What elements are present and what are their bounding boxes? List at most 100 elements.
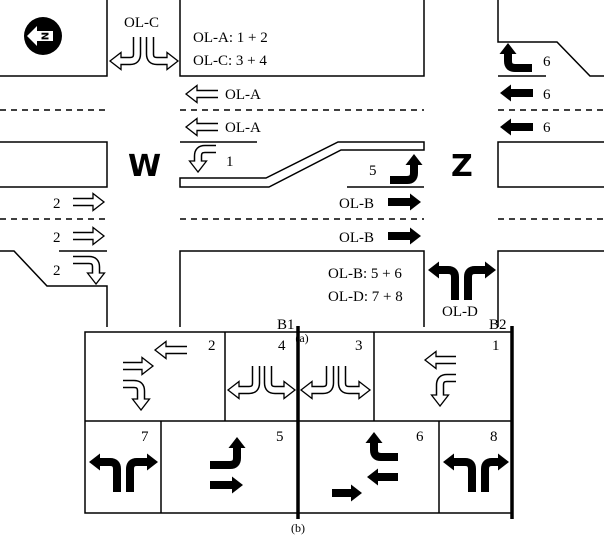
panel-a-labels: W Z OL-C OL-A: 1 + 2 OL-C: 3 + 4 OL-A OL… (53, 15, 551, 345)
block-top-left (0, 0, 108, 77)
phase-2-label-1: 2 (53, 196, 61, 212)
phase-6-through-arrow-icon (500, 118, 533, 136)
arrow-head (228, 437, 246, 448)
arrow-shaft (481, 458, 500, 492)
phase-2-right-turn-arrow-icon (73, 255, 106, 286)
phase-6-label-1: 6 (543, 54, 551, 70)
olc-label: OL-C (124, 15, 159, 31)
ola-label-2: OL-A (225, 120, 261, 136)
median-island (179, 141, 425, 188)
arrow-head (184, 84, 198, 104)
phase-7-cell-right-arrow-icon (126, 453, 158, 492)
phase-2-through-arrow-icon (73, 226, 106, 246)
arrow-head (141, 356, 155, 376)
arrow-shaft-fill (339, 366, 361, 393)
north-label: N (41, 32, 52, 40)
arrow-head (184, 117, 198, 137)
arrow-head (358, 380, 372, 400)
arrow-head (89, 453, 100, 471)
ola-through-arrow-icon (184, 84, 218, 104)
phase-6-number: 6 (416, 429, 424, 445)
intersection-w-label: W (128, 149, 161, 184)
arrow-head (430, 394, 450, 408)
phase-8-cell-right-arrow-icon (481, 453, 509, 492)
phase-5-cell-left-turn-arrow-icon (210, 437, 246, 469)
arrow-head (299, 380, 313, 400)
arrow-head (166, 51, 180, 71)
old-label: OL-D (442, 304, 478, 320)
arrow-head (108, 51, 122, 71)
movement-arrows (73, 37, 533, 502)
arrow-shaft-fill (237, 366, 259, 393)
barrier-b2-label: B2 (489, 317, 507, 333)
arrow-head (351, 484, 362, 502)
legend-olb: OL-B: 5 + 6 (328, 266, 402, 282)
phase-1-label: 1 (226, 154, 234, 170)
phase-4-cell-left-arrow-icon (226, 366, 261, 400)
arrow-head (86, 272, 106, 286)
phase-1-cell-westbound-arrow-icon (423, 350, 456, 370)
arrow-head (410, 227, 421, 245)
phase-8-cell-left-arrow-icon (443, 453, 476, 492)
arrow-head (153, 340, 167, 360)
olb-through-arrow-icon (388, 193, 421, 211)
legend-olc: OL-C: 3 + 4 (193, 53, 267, 69)
arrow-head (443, 453, 454, 471)
arrow-head (92, 192, 106, 212)
arrow-shaft-fill (310, 366, 333, 393)
phase-6-label-2: 6 (543, 87, 551, 103)
phase-7-number: 7 (141, 429, 149, 445)
phase-6-through-arrow-icon (500, 84, 533, 102)
phase-1-left-turn-arrow-icon (188, 144, 216, 174)
road-geometry (0, 0, 604, 327)
panel-b-caption: (b) (291, 521, 305, 535)
arrow-head (188, 160, 208, 174)
arrow-shaft-fill (147, 37, 169, 64)
arrow-shaft (210, 446, 241, 469)
arrow-head (367, 468, 378, 486)
ring-barrier-grid: B1 B2 2 4 3 1 7 5 6 8 (b) (84, 317, 514, 535)
arrow-head (423, 350, 437, 370)
arrow-shaft-fill (265, 366, 286, 393)
phase-6-cell-right-turn-arrow-icon (365, 432, 398, 461)
phase-7-cell-left-arrow-icon (89, 453, 121, 492)
arrow-head (428, 261, 439, 279)
arrow-shaft-fill (123, 381, 144, 401)
arrow-head (410, 193, 421, 211)
arrow-shaft-fill (73, 257, 99, 275)
olb-label-1: OL-B (339, 196, 374, 212)
olb-through-arrow-icon (388, 227, 421, 245)
arrow-head (485, 261, 496, 279)
phase-1-cell-left-turn-arrow-icon (430, 373, 456, 408)
phase-2-through-arrow-icon (73, 192, 106, 212)
phase-2-cell-westbound-arrow-icon (153, 340, 187, 360)
phase-1-number: 1 (492, 338, 500, 354)
phase-2-number: 2 (208, 338, 216, 354)
intersection-z-label: Z (451, 149, 473, 184)
olb-label-2: OL-B (339, 230, 374, 246)
arrow-head (498, 453, 509, 471)
olc-left-turn-arrow-icon (108, 37, 142, 71)
phase-5-label: 5 (369, 163, 377, 179)
arrow-shaft (437, 266, 459, 300)
block-bottom-left (0, 250, 108, 327)
arrow-shaft (452, 458, 476, 492)
legend-ola: OL-A: 1 + 2 (193, 30, 268, 46)
barrier-b1-label: B1 (277, 317, 295, 333)
phase-6-cell-westbound-arrow-icon (367, 468, 398, 486)
north-arrow: N (24, 17, 62, 55)
arrow-shaft (98, 458, 121, 492)
arrow-shaft-fill (437, 375, 456, 397)
arrow-head (283, 380, 297, 400)
olc-right-turn-arrow-icon (145, 37, 180, 71)
phase-2-cell-eastbound-arrow-icon (123, 356, 155, 376)
phase-5-cell-through-arrow-icon (210, 476, 243, 494)
arrow-shaft (126, 458, 149, 492)
phase-8-number: 8 (490, 429, 498, 445)
block-bottom-right (497, 250, 604, 327)
phase-4-cell-right-arrow-icon (263, 366, 297, 400)
arrow-head (147, 453, 158, 471)
phase-4-number: 4 (278, 338, 286, 354)
arrow-head (92, 226, 106, 246)
